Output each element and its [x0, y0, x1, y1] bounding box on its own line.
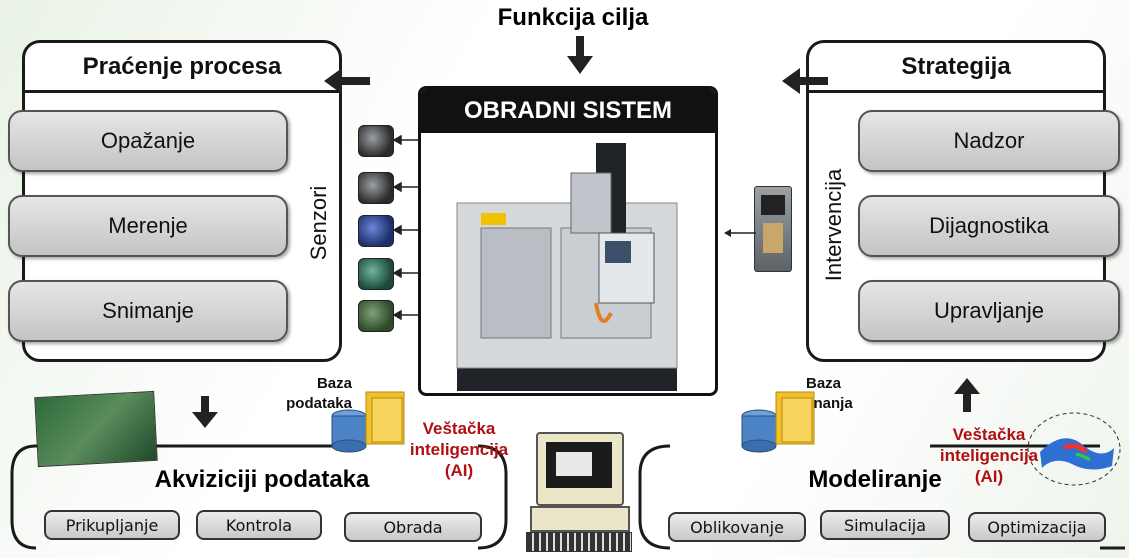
- sensor-icon: [358, 258, 394, 290]
- database-icon: [331, 409, 367, 453]
- machining-system-frame: OBRADNI SISTEM: [418, 86, 718, 396]
- measurement-box: Merenje: [8, 195, 288, 257]
- design-tag: Oblikovanje: [668, 512, 806, 542]
- supervision-box: Nadzor: [858, 110, 1120, 172]
- control-tag: Kontrola: [196, 510, 322, 540]
- modeling-title: Modeliranje: [808, 466, 942, 493]
- down-arrow-icon: [567, 36, 593, 74]
- left-arrow-icon: [324, 68, 370, 94]
- left-arrow-icon: [782, 68, 828, 94]
- processing-tag: Obrada: [344, 512, 482, 542]
- folder-icon: [775, 391, 815, 445]
- data-acquisition-title: Akviziciji podataka: [154, 466, 370, 493]
- sensor-icon: [358, 215, 394, 247]
- sensor-icon: [358, 172, 394, 204]
- database-label: Baza podataka: [286, 375, 352, 412]
- observation-box: Opažanje: [8, 110, 288, 172]
- down-arrow-icon: [192, 396, 218, 428]
- ai-label: Veštačka inteligencija (AI): [939, 425, 1039, 486]
- intervention-arrow: [724, 229, 756, 237]
- sensor-icon: [358, 300, 394, 332]
- machining-system-title: OBRADNI SISTEM: [421, 89, 715, 133]
- collection-tag: Prikupljanje: [44, 510, 180, 540]
- strategy-title: Strategija: [809, 43, 1103, 93]
- sensor-icon: [358, 125, 394, 157]
- daq-card-image: [34, 390, 158, 468]
- computer-image: [526, 432, 632, 554]
- knowledge-base-label: Baza znanja: [806, 375, 853, 412]
- recording-box: Snimanje: [8, 280, 288, 342]
- cnc-machine-image: [456, 143, 678, 391]
- ai-label: Veštačka inteligencija (AI): [409, 419, 509, 480]
- sensors-label: Senzori: [306, 185, 331, 261]
- up-arrow-icon: [954, 378, 980, 412]
- folder-icon: [365, 391, 405, 445]
- controller-device-image: [754, 186, 792, 272]
- simulation-tag: Simulacija: [820, 510, 950, 540]
- optimization-tag: Optimizacija: [968, 512, 1106, 542]
- control-box: Upravljanje: [858, 280, 1120, 342]
- simulation-mesh-image: [1027, 412, 1121, 486]
- process-monitoring-title: Praćenje procesa: [25, 43, 339, 93]
- goal-function-title: Funkcija cilja: [497, 4, 649, 31]
- diagnostics-box: Dijagnostika: [858, 195, 1120, 257]
- intervention-label: Intervencija: [821, 168, 846, 282]
